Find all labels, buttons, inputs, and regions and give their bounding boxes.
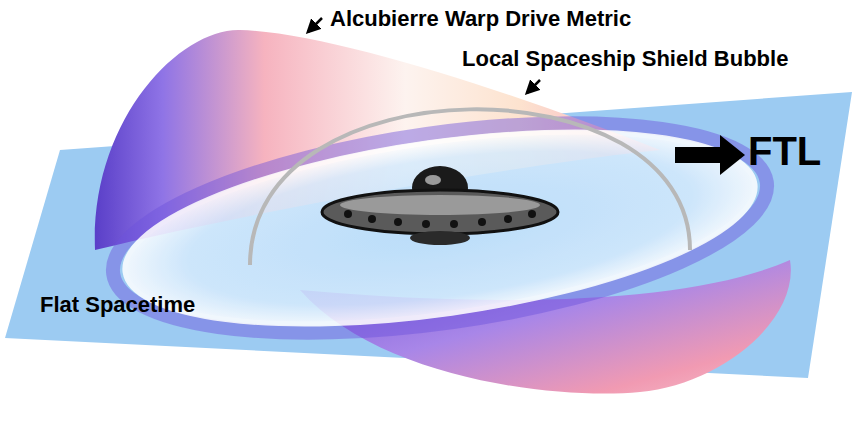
direction-arrow	[675, 135, 745, 175]
spaceship-icon	[322, 166, 558, 245]
ship-rim	[340, 195, 540, 215]
metric-label: Alcubierre Warp Drive Metric	[330, 6, 631, 31]
ship-base	[410, 231, 470, 245]
ship-windows	[344, 210, 536, 228]
leader-arrow	[527, 80, 540, 93]
ring-inner	[113, 99, 767, 358]
ring-glow	[100, 88, 780, 368]
shield-label: Local Spaceship Shield Bubble	[462, 46, 788, 71]
ship-glint	[425, 175, 441, 185]
plane-label: Flat Spacetime	[40, 292, 195, 317]
ship-saucer	[322, 190, 558, 234]
leader-arrow	[308, 18, 322, 32]
warp-ring	[100, 88, 780, 368]
direction-label: FTL	[748, 128, 821, 174]
shield-dome	[250, 109, 690, 265]
